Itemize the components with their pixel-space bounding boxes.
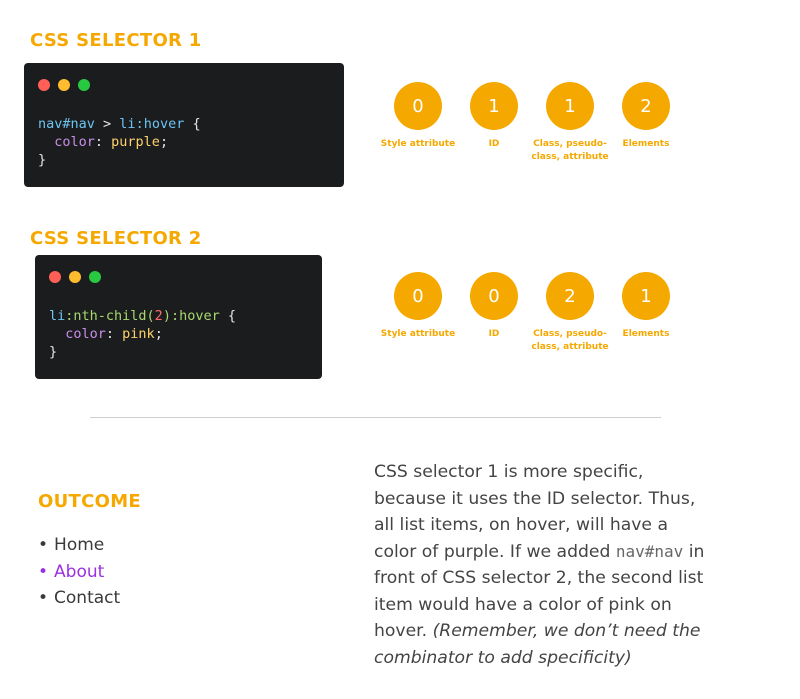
specificity-label: Class, pseudo-class, attribute <box>531 139 609 162</box>
list-item-about[interactable]: •About <box>38 559 120 586</box>
specificity-label: Style attribute <box>380 139 456 149</box>
specificity-label: Elements <box>622 329 670 339</box>
specificity-item: 0 ID <box>456 272 532 354</box>
specificity-label: Style attribute <box>380 329 456 339</box>
bullet: • <box>38 561 49 582</box>
code-window-2: li:nth-child(2):hover { color: pink; } <box>35 255 322 379</box>
outcome-heading: OUTCOME <box>38 491 142 512</box>
selector-2-heading: CSS SELECTOR 2 <box>30 228 202 249</box>
specificity-label: Class, pseudo-class, attribute <box>531 329 609 352</box>
specificity-value: 0 <box>394 272 442 320</box>
specificity-item: 1 Class, pseudo-class, attribute <box>531 82 609 164</box>
specificity-item: 0 Style attribute <box>380 82 456 164</box>
bullet: • <box>38 535 49 555</box>
outcome-nav-list: •Home •About •Contact <box>38 532 120 612</box>
specificity-value: 2 <box>546 272 594 320</box>
maximize-dot-icon <box>78 79 90 91</box>
code-token: : <box>94 134 112 150</box>
code-token: > <box>94 116 120 132</box>
code-token: color <box>65 326 106 342</box>
code-token: li <box>119 116 136 132</box>
code-token: li <box>49 308 66 324</box>
code-token: purple <box>111 134 160 150</box>
bullet: • <box>38 588 49 608</box>
specificity-value: 1 <box>470 82 518 130</box>
code-token: nav <box>38 116 63 132</box>
close-dot-icon <box>49 271 61 283</box>
specificity-value: 2 <box>622 82 670 130</box>
code-token: pink <box>122 326 155 342</box>
code-token: } <box>38 152 47 168</box>
specificity-value: 0 <box>394 82 442 130</box>
list-item-contact[interactable]: •Contact <box>38 585 120 612</box>
specificity-row-2: 0 Style attribute 0 ID 2 Class, pseudo-c… <box>380 272 684 354</box>
minimize-dot-icon <box>58 79 70 91</box>
code-token: color <box>54 134 95 150</box>
specificity-value: 1 <box>546 82 594 130</box>
code-token: :hover <box>170 308 220 324</box>
list-item-label: Home <box>54 535 105 555</box>
window-controls <box>49 271 308 283</box>
list-item-label: About <box>54 561 105 582</box>
close-dot-icon <box>38 79 50 91</box>
list-item-home[interactable]: •Home <box>38 532 120 559</box>
code-block-1: nav#nav > li:hover { color: purple; } <box>38 115 330 169</box>
explanation-note: (Remember, we don’t need the combinator … <box>374 621 701 668</box>
code-token: { <box>219 308 236 324</box>
code-token: 2 <box>154 308 163 324</box>
minimize-dot-icon <box>69 271 81 283</box>
specificity-label: Elements <box>622 139 670 149</box>
code-token: #nav <box>62 116 95 132</box>
code-token: :hover <box>135 116 185 132</box>
specificity-label: ID <box>488 329 500 339</box>
selector-1-heading: CSS SELECTOR 1 <box>30 30 202 51</box>
maximize-dot-icon <box>89 271 101 283</box>
specificity-item: 2 Elements <box>608 82 684 164</box>
list-item-label: Contact <box>54 588 121 608</box>
explanation-part: CSS selector 1 is more specific, because… <box>374 462 696 562</box>
specificity-row-1: 0 Style attribute 1 ID 1 Class, pseudo-c… <box>380 82 684 164</box>
specificity-item: 0 Style attribute <box>380 272 456 354</box>
code-token: { <box>184 116 201 132</box>
code-token: ) <box>162 308 171 324</box>
specificity-value: 0 <box>470 272 518 320</box>
window-controls <box>38 79 330 91</box>
inline-code: nav#nav <box>615 541 684 561</box>
section-divider <box>90 417 661 418</box>
explanation-text: CSS selector 1 is more specific, because… <box>374 459 714 671</box>
specificity-value: 1 <box>622 272 670 320</box>
specificity-item: 1 ID <box>456 82 532 164</box>
code-token: :nth-child( <box>65 308 155 324</box>
specificity-item: 1 Elements <box>608 272 684 354</box>
code-block-2: li:nth-child(2):hover { color: pink; } <box>49 307 308 361</box>
explanation-part: in front of CSS selector 2, the second l… <box>374 541 705 642</box>
code-window-1: nav#nav > li:hover { color: purple; } <box>24 63 344 187</box>
specificity-label: ID <box>488 139 500 149</box>
code-token: ; <box>154 326 163 342</box>
code-token: : <box>105 326 123 342</box>
code-token: } <box>49 344 58 360</box>
code-token: ; <box>159 134 169 150</box>
specificity-item: 2 Class, pseudo-class, attribute <box>531 272 609 354</box>
